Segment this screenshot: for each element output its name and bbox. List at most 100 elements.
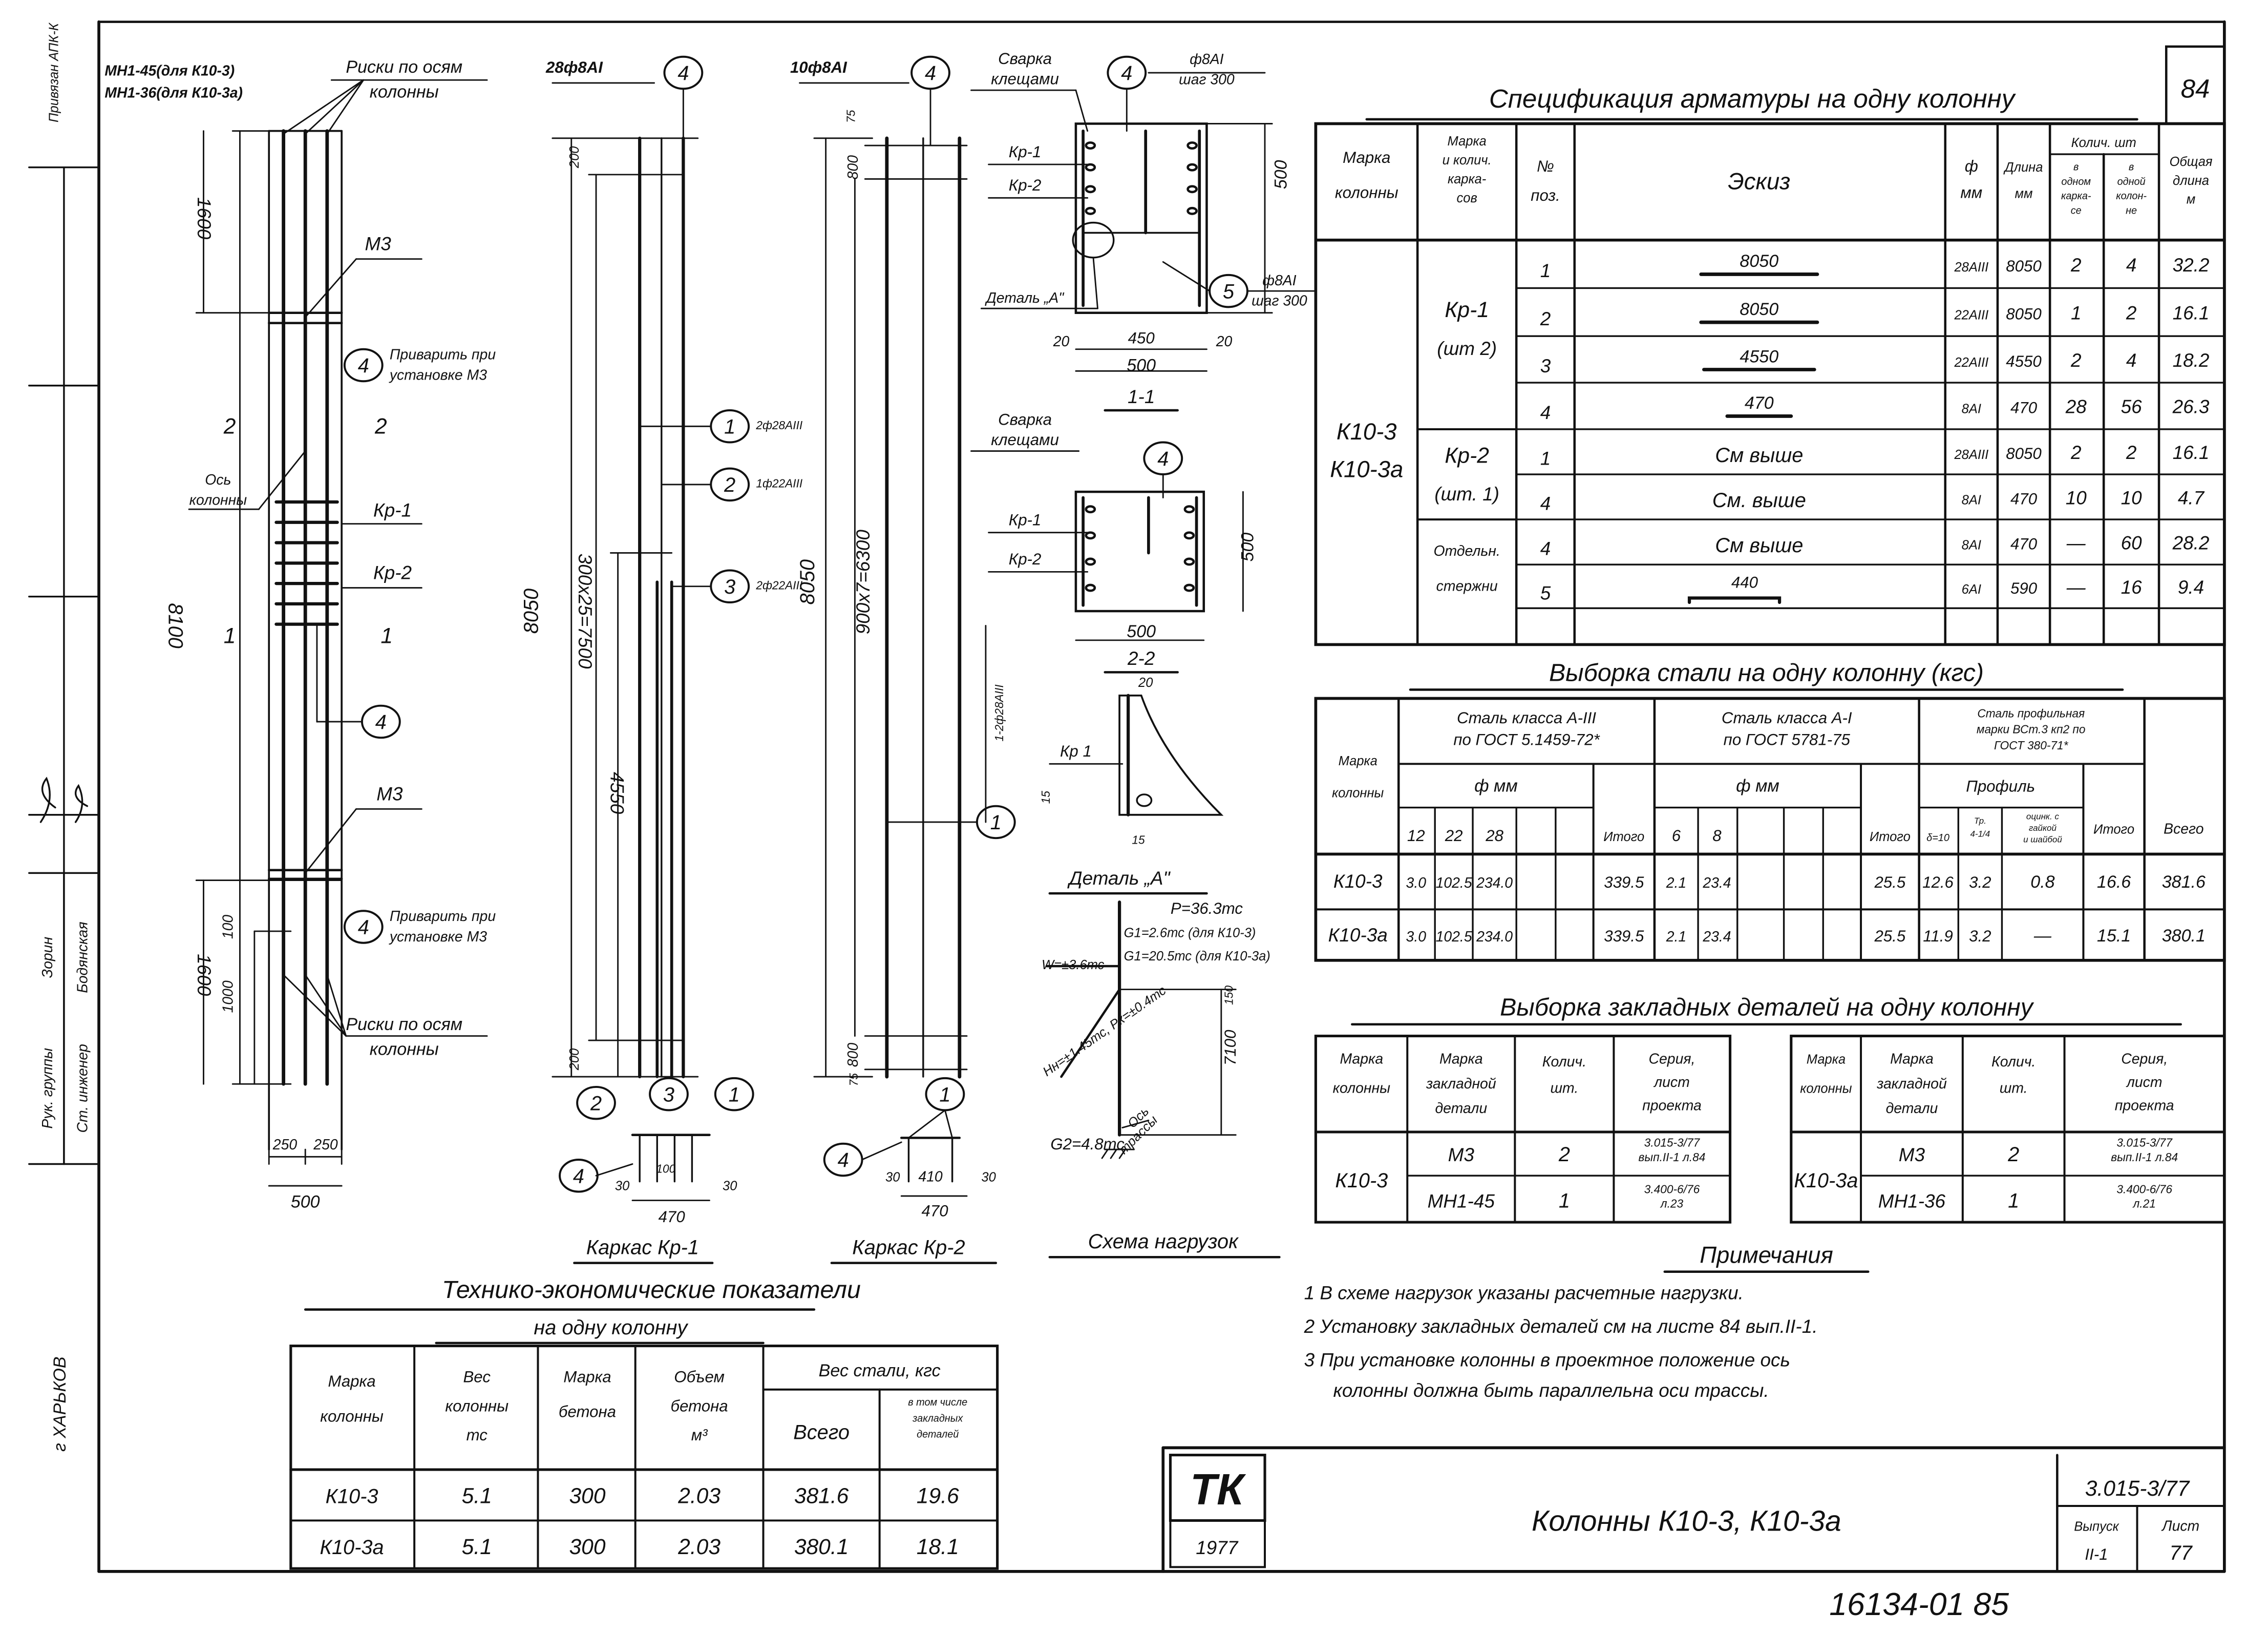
header-cell: Колич. bbox=[1542, 1054, 1586, 1070]
header-cell: се bbox=[2071, 205, 2082, 217]
cell-sketch: 440 bbox=[1731, 574, 1758, 592]
corner-number: 84 bbox=[2181, 74, 2210, 103]
dim-410: 410 bbox=[918, 1169, 943, 1185]
cell-value: 3.0 bbox=[1406, 875, 1427, 891]
detail-a-ref: Деталь „А" bbox=[985, 290, 1065, 306]
dim-15: 15 bbox=[1039, 791, 1052, 804]
cell-total-length: 32.2 bbox=[2173, 255, 2210, 276]
header-cell: м³ bbox=[691, 1426, 708, 1444]
kp2-label: Кр-2 bbox=[1009, 550, 1042, 568]
header-cell: Колич. bbox=[1991, 1054, 2036, 1070]
dim-step: 300х25=7500 bbox=[575, 554, 596, 669]
rebar-dot bbox=[1085, 531, 1096, 540]
header-cell: ГОСТ 380-71* bbox=[1994, 739, 2069, 752]
header-cell: Вес bbox=[463, 1368, 491, 1386]
kp1-bars-label: 28ф8АI bbox=[545, 58, 603, 76]
position-marker-number: 4 bbox=[925, 62, 936, 85]
bar-1-label: 2ф28АIII bbox=[755, 418, 803, 432]
cell-pos: 5 bbox=[1540, 582, 1551, 603]
dim-500: 500 bbox=[1238, 533, 1257, 562]
dim-30: 30 bbox=[615, 1179, 629, 1193]
header-cell: колонны bbox=[1335, 183, 1398, 201]
rebar-dot bbox=[1136, 793, 1153, 807]
year-box bbox=[1169, 1519, 1266, 1568]
line bbox=[304, 808, 357, 874]
column-axis-label: Ось bbox=[205, 472, 231, 488]
line bbox=[283, 974, 347, 1037]
cell-series: 3.015-3/77 bbox=[2116, 1136, 2173, 1149]
note-line: 1 В схеме нагрузок указаны расчетные наг… bbox=[1304, 1283, 1744, 1304]
line bbox=[326, 79, 365, 135]
dim-4550: 4550 bbox=[606, 772, 627, 814]
embedded-title: Выборка закладных деталей на одну колонн… bbox=[1500, 994, 2034, 1021]
cell-series: л.23 bbox=[1660, 1197, 1684, 1210]
header-cell: детали bbox=[1886, 1100, 1938, 1117]
line bbox=[1092, 257, 1098, 309]
cell-value: 234.0 bbox=[1476, 875, 1513, 891]
cell-value: 102.5 bbox=[1436, 875, 1472, 891]
line bbox=[944, 1109, 953, 1139]
cell-length: 8050 bbox=[2006, 305, 2042, 323]
stirrup-label: шаг 300 bbox=[1179, 72, 1235, 88]
cell-qty-frame: 1 bbox=[2071, 303, 2082, 324]
cell-value: 2.03 bbox=[677, 1483, 720, 1508]
cell-value: 3.2 bbox=[1969, 927, 1991, 945]
header-cell: мм bbox=[1960, 183, 1982, 201]
section-1-1-outline bbox=[1074, 122, 1208, 315]
header-cell: Марка bbox=[328, 1372, 375, 1390]
dim-7100: 7100 bbox=[1221, 1030, 1239, 1065]
position-marker-circle bbox=[576, 1085, 616, 1120]
header-cell: сов bbox=[1456, 191, 1477, 205]
header-cell: Марка bbox=[1448, 134, 1487, 149]
note-line: 2 Установку закладных деталей см на лист… bbox=[1304, 1316, 1818, 1337]
header-cell: поз. bbox=[1531, 186, 1560, 204]
header-cell: шт. bbox=[1550, 1080, 1578, 1096]
cell-series: вып.II-1 л.84 bbox=[2111, 1150, 2178, 1164]
header-cell: закладной bbox=[1426, 1076, 1496, 1092]
cell-series: 3.015-3/77 bbox=[1644, 1136, 1701, 1149]
frame-group: Кр-1 bbox=[1445, 298, 1489, 322]
cell-value: 23.4 bbox=[1702, 929, 1731, 945]
position-marker-number: 2 bbox=[724, 474, 735, 496]
stirrup-label: ф8АI bbox=[1190, 51, 1223, 68]
cell-series: л.21 bbox=[2132, 1197, 2155, 1210]
cell-sketch: См выше bbox=[1715, 534, 1803, 557]
cell-series: вып.II-1 л.84 bbox=[1639, 1150, 1706, 1164]
cell-length: 8050 bbox=[2006, 257, 2042, 275]
header-cell: Вес стали, кгс bbox=[819, 1361, 941, 1380]
header-cell: одной bbox=[2117, 176, 2146, 187]
cell-value: 380.1 bbox=[2162, 926, 2206, 946]
header-cell: мм bbox=[2015, 186, 2033, 201]
cell-pos: 4 bbox=[1540, 493, 1551, 514]
dim-150: 150 bbox=[1222, 986, 1236, 1005]
kp2-label: Кр-2 bbox=[373, 562, 412, 583]
load-g1-b: G1=20.5тс (для К10-3а) bbox=[1124, 949, 1270, 963]
header-cell: Марка bbox=[1339, 754, 1377, 768]
header-cell: марки ВСт.3 кп2 по bbox=[1977, 723, 2086, 736]
header-cell: в bbox=[2129, 161, 2134, 173]
sheet-frame bbox=[97, 20, 2226, 1573]
signature bbox=[74, 784, 89, 823]
cell-value: 381.6 bbox=[794, 1483, 849, 1508]
rebar-dot bbox=[1085, 583, 1096, 592]
cell-length: 470 bbox=[2010, 490, 2038, 508]
cell-series: 3.400-6/76 bbox=[2116, 1182, 2172, 1196]
cell-part: МН1-36 bbox=[1878, 1191, 1946, 1212]
line bbox=[861, 1141, 902, 1161]
dim-500: 500 bbox=[1127, 355, 1156, 375]
cell-value: 23.4 bbox=[1702, 875, 1731, 891]
embedded-table-2 bbox=[1790, 1034, 2226, 1224]
cell-qty-frame: 10 bbox=[2066, 487, 2087, 508]
rebar-dot bbox=[1183, 557, 1195, 566]
cell-series: 3.400-6/76 bbox=[1644, 1182, 1700, 1196]
column-mark: К10-3 bbox=[1337, 418, 1397, 445]
position-marker-number: 4 bbox=[1121, 62, 1132, 85]
cell-part: М3 bbox=[1448, 1144, 1475, 1165]
line bbox=[908, 1109, 946, 1139]
load-g1-a: G1=2.6тс (для К10-3) bbox=[1124, 926, 1256, 940]
dim-20: 20 bbox=[1053, 333, 1070, 350]
header-dia: 28 bbox=[1485, 827, 1503, 845]
